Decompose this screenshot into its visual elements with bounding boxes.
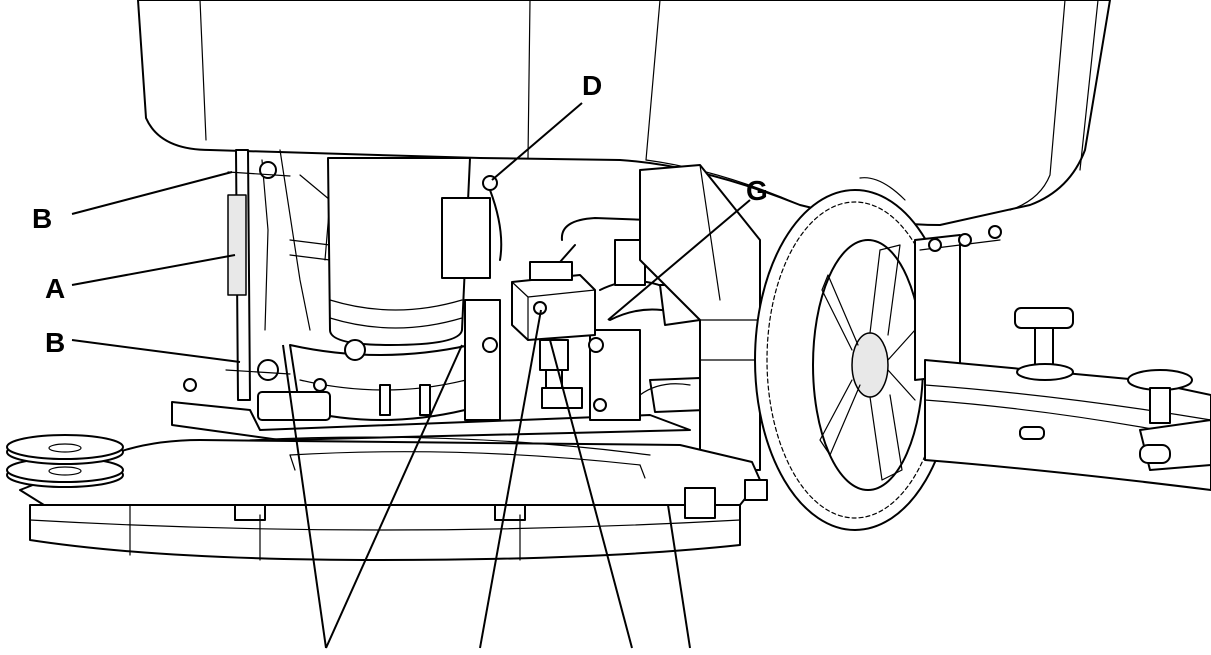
leader-g (607, 199, 751, 321)
brush-motor (327, 157, 503, 346)
squeegee-knob-left (1014, 307, 1074, 329)
callout-labels: B A B D G (32, 70, 768, 358)
hoses (560, 217, 706, 413)
rear-wheel (754, 189, 956, 531)
motor-label-plate (441, 197, 491, 279)
valve-connector (529, 261, 573, 281)
pulleys (6, 434, 124, 488)
leader-bottom-1b (325, 344, 463, 649)
callout-g: G (746, 175, 768, 206)
leader-d (491, 102, 583, 181)
squeegee-assembly (914, 225, 1211, 491)
solenoid-valve (511, 244, 596, 409)
spring-hook-lower (257, 359, 279, 381)
recovery-tank (137, 0, 1111, 226)
leader-bottom-4 (667, 504, 691, 649)
motor-base (257, 339, 471, 421)
leader-lines (71, 102, 751, 649)
leader-bottom-1a (282, 344, 327, 649)
leader-a (71, 254, 236, 286)
leader-bottom-2 (479, 309, 542, 649)
spring-hook-upper (259, 161, 277, 179)
left-linkage (225, 149, 331, 401)
squeegee-slot (1019, 426, 1045, 440)
leader-bottom-3 (549, 339, 633, 649)
deck-bracket (171, 299, 691, 441)
brush-deck (19, 436, 768, 561)
leader-b-upper (71, 171, 233, 215)
callout-d: D (582, 70, 602, 101)
leader-b-lower (71, 339, 241, 363)
callout-b-upper: B (32, 203, 52, 234)
callout-b-lower: B (45, 327, 65, 358)
actuator-a (227, 194, 247, 296)
callout-a: A (45, 273, 65, 304)
